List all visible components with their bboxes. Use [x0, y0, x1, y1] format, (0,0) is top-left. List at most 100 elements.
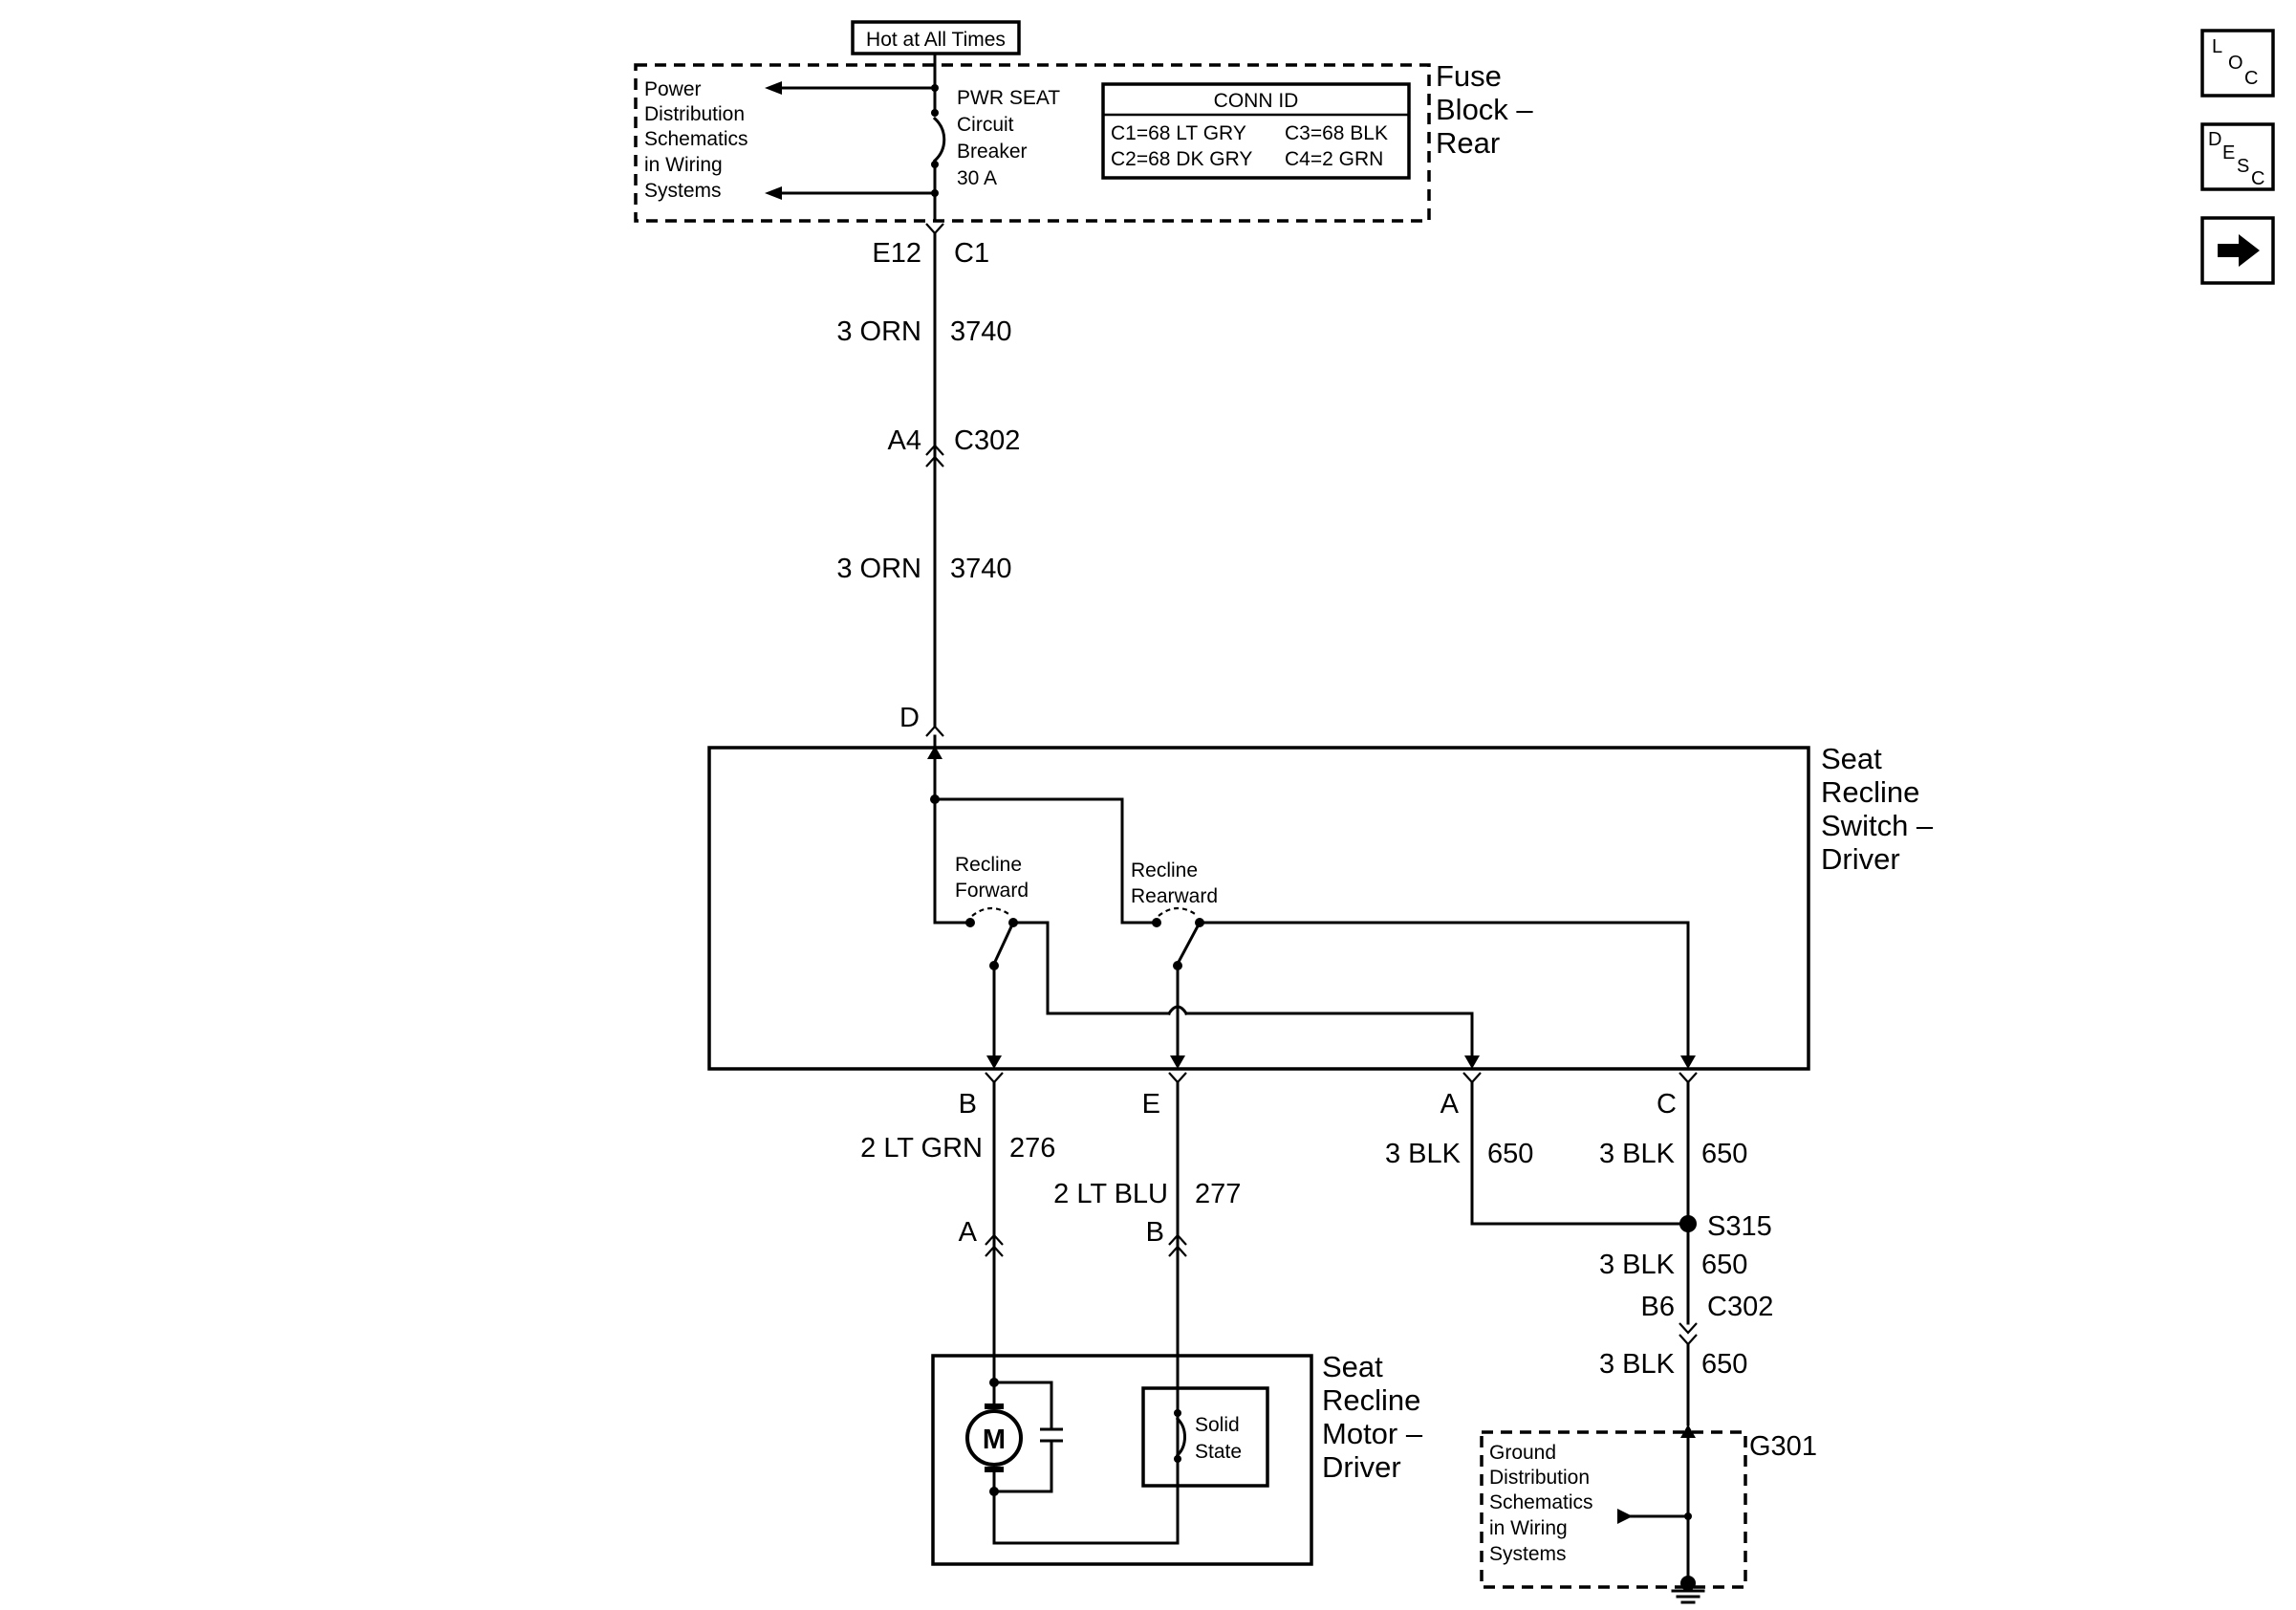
motor-terminal-b: B: [1146, 1217, 1164, 1248]
circuit-number-label: 650: [1701, 1250, 1747, 1280]
svg-text:C2=68 DK GRY: C2=68 DK GRY: [1111, 148, 1252, 170]
svg-text:C3=68 BLK: C3=68 BLK: [1285, 122, 1388, 144]
svg-text:Recline: Recline: [1821, 775, 1919, 809]
svg-text:Fuse: Fuse: [1436, 59, 1502, 93]
next-page-button[interactable]: [2200, 216, 2275, 285]
ground-distribution-reference: Ground Distribution Schematics in Wiring…: [1489, 1442, 1593, 1565]
wire-color-label: 3 ORN: [836, 554, 921, 584]
connector-c1: C1: [954, 238, 989, 269]
solid-state-box: Solid State: [1141, 1386, 1269, 1488]
location-button[interactable]: L O C: [2200, 29, 2275, 98]
svg-text:in Wiring: in Wiring: [1489, 1517, 1568, 1539]
svg-text:Recline: Recline: [1131, 859, 1198, 881]
svg-text:C4=2 GRN: C4=2 GRN: [1285, 148, 1383, 170]
terminal-b6: B6: [1641, 1292, 1675, 1322]
svg-text:O: O: [2228, 53, 2243, 74]
svg-text:Recline: Recline: [1322, 1383, 1420, 1417]
wire-color-label: 2 LT BLU: [1053, 1179, 1168, 1209]
wire-color-label: 3 BLK: [1599, 1250, 1676, 1280]
pin-a-label: A: [1440, 1089, 1460, 1120]
svg-text:Schematics: Schematics: [644, 128, 748, 150]
svg-text:Rear: Rear: [1436, 126, 1500, 160]
svg-text:Switch –: Switch –: [1821, 809, 1934, 842]
svg-text:Driver: Driver: [1821, 842, 1900, 876]
svg-text:Systems: Systems: [644, 180, 722, 202]
svg-text:Seat: Seat: [1322, 1350, 1383, 1383]
fuse-block-rear-outline: [634, 63, 1431, 223]
conn-id-table: CONN ID C1=68 LT GRY C2=68 DK GRY C3=68 …: [1101, 82, 1411, 180]
circuit-number-label: 3740: [950, 316, 1012, 347]
motor-terminal-a: A: [959, 1217, 978, 1248]
svg-text:Block –: Block –: [1436, 93, 1533, 126]
svg-text:C1=68 LT GRY: C1=68 LT GRY: [1111, 122, 1246, 144]
wire-color-label: 2 LT GRN: [860, 1133, 983, 1164]
breaker-label: PWR SEAT Circuit Breaker 30 A: [957, 87, 1060, 189]
seat-recline-switch-outline: [707, 746, 1810, 1071]
circuit-number-label: 277: [1195, 1179, 1241, 1209]
wire-color-label: 3 BLK: [1599, 1349, 1676, 1380]
svg-text:Rearward: Rearward: [1131, 885, 1218, 907]
svg-text:Driver: Driver: [1322, 1450, 1401, 1484]
svg-text:Ground: Ground: [1489, 1442, 1556, 1464]
svg-text:Solid: Solid: [1195, 1414, 1240, 1436]
svg-text:C: C: [2251, 168, 2264, 189]
splice-s315-label: S315: [1707, 1211, 1772, 1242]
svg-text:C: C: [2244, 68, 2258, 89]
pin-c-label: C: [1657, 1089, 1677, 1120]
switch-internal-wiring: [927, 746, 1696, 1069]
left-arrowhead-icon: [765, 186, 782, 200]
svg-text:Power: Power: [644, 78, 702, 100]
terminal-d: D: [899, 703, 920, 733]
svg-text:Distribution: Distribution: [1489, 1467, 1590, 1489]
svg-text:L: L: [2212, 36, 2222, 57]
svg-text:Recline: Recline: [955, 854, 1022, 876]
svg-text:S: S: [2237, 156, 2249, 177]
circuit-number-label: 650: [1701, 1139, 1747, 1169]
circuit-number-label: 650: [1487, 1139, 1533, 1169]
seat-recline-motor-label: Seat Recline Motor – Driver: [1322, 1350, 1423, 1484]
connector-c302: C302: [1707, 1292, 1773, 1322]
feed-wire-3740: [925, 223, 944, 797]
pin-b-label: B: [959, 1089, 977, 1120]
wire-color-label: 3 BLK: [1385, 1139, 1462, 1169]
svg-text:Breaker: Breaker: [957, 141, 1028, 163]
splice-s315-dot: [1679, 1215, 1697, 1232]
hot-at-all-times-box: Hot at All Times: [851, 20, 1021, 55]
output-wires: [985, 1072, 1698, 1545]
connector-c302: C302: [954, 425, 1020, 456]
svg-text:E: E: [2222, 142, 2235, 163]
svg-text:Seat: Seat: [1821, 742, 1882, 775]
svg-text:Systems: Systems: [1489, 1543, 1567, 1565]
terminal-e12: E12: [872, 238, 921, 269]
description-button[interactable]: D E S C: [2200, 122, 2275, 191]
pin-e-label: E: [1142, 1089, 1160, 1120]
hot-at-all-times-label: Hot at All Times: [866, 29, 1006, 51]
svg-text:PWR SEAT: PWR SEAT: [957, 87, 1060, 109]
conn-id-title: CONN ID: [1214, 90, 1299, 112]
ground-g301-label: G301: [1749, 1431, 1817, 1462]
seat-recline-switch-label: Seat Recline Switch – Driver: [1821, 742, 1934, 876]
svg-text:Schematics: Schematics: [1489, 1491, 1593, 1513]
wire-color-label: 3 ORN: [836, 316, 921, 347]
svg-text:State: State: [1195, 1441, 1242, 1463]
svg-text:Circuit: Circuit: [957, 114, 1014, 136]
recline-rearward-label: Recline Rearward: [1131, 859, 1218, 907]
recline-forward-label: Recline Forward: [955, 854, 1029, 902]
wire-color-label: 3 BLK: [1599, 1139, 1676, 1169]
motor-m-symbol: M: [983, 1425, 1006, 1455]
terminal-a4: A4: [888, 425, 921, 456]
svg-text:Distribution: Distribution: [644, 103, 745, 125]
circuit-number-label: 276: [1009, 1133, 1055, 1164]
left-arrowhead-icon: [765, 81, 782, 95]
svg-text:in Wiring: in Wiring: [644, 154, 723, 176]
ground-g301-symbol: [1617, 1425, 1705, 1604]
svg-text:Motor –: Motor –: [1322, 1417, 1423, 1450]
seat-recline-motor-outline: [931, 1354, 1313, 1566]
circuit-number-label: 3740: [950, 554, 1012, 584]
power-distribution-reference: Power Distribution Schematics in Wiring …: [644, 78, 748, 202]
motor-internal-wiring: [965, 1378, 1180, 1545]
fuse-block-rear-label: Fuse Block – Rear: [1436, 59, 1533, 160]
circuit-number-label: 650: [1701, 1349, 1747, 1380]
